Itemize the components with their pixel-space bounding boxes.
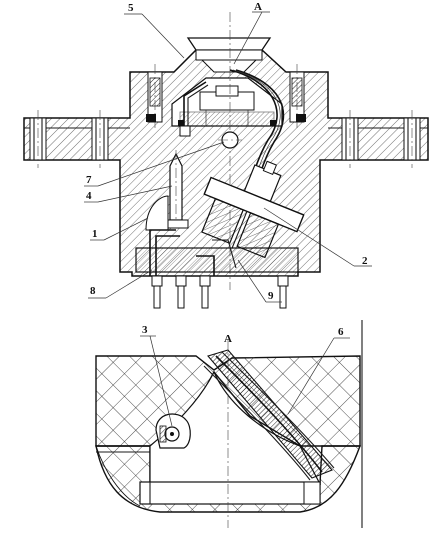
callout-a-top: A [254,1,262,13]
callout-6: 6 [338,326,344,338]
callout-1: 1 [92,228,98,240]
bottom-plate [135,247,299,273]
detail-view-a: 3 A 6 [95,320,363,528]
main-section-view: 5 A 7 4 1 2 8 9 [23,1,429,309]
sensor-head-2 [201,160,305,259]
upper-left-bolt [147,64,163,128]
connector-pins [151,275,289,309]
callout-2: 2 [362,255,368,267]
leader-lines-detail [140,335,350,427]
housing-body [23,49,429,277]
top-window [186,37,272,73]
leader-lines-upper [84,11,372,303]
left-flange-bolt-hole [29,110,109,168]
fiber-channel-6 [203,349,335,481]
component-3 [155,413,191,449]
right-flange-bolt-hole [341,110,421,168]
fiber-bundle [229,69,285,175]
callout-5: 5 [128,2,134,14]
wiring-8 [149,229,237,276]
left-seal [146,114,156,122]
callout-8: 8 [90,285,96,297]
rod-4 [163,150,189,229]
callout-a-detail: A [224,333,232,345]
right-seal [296,114,306,122]
callout-9: 9 [268,290,274,302]
callout-4: 4 [86,190,92,202]
callout-3: 3 [142,324,148,336]
callout-7: 7 [86,174,92,186]
